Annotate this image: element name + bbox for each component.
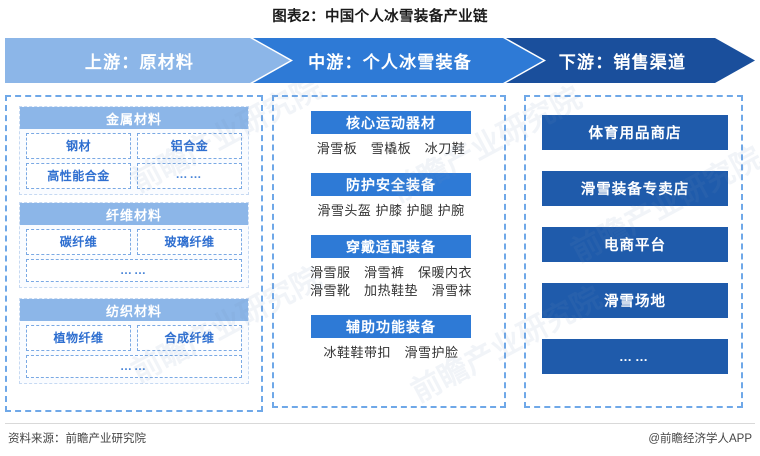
material-chip[interactable]: 合成纤维 [137, 325, 242, 351]
source-note: 资料来源：前瞻产业研究院 [8, 433, 146, 445]
footer-divider [5, 423, 755, 424]
material-chip[interactable]: 玻璃纤维 [137, 229, 242, 255]
chip-row: 钢材 铝合金 [20, 129, 248, 159]
banner-upstream-label: 上游：原材料 [84, 53, 195, 72]
channel-sporting-goods-store[interactable]: 体育用品商店 [542, 115, 728, 150]
equipment-header-auxiliary[interactable]: 辅助功能装备 [311, 315, 471, 338]
chip-row: 植物纤维 合成纤维 [20, 321, 248, 351]
banner-midstream[interactable]: 中游：个人冰雪装备 [253, 38, 543, 83]
material-group-fiber-header: 纤维材料 [20, 203, 248, 225]
app-attribution: @前瞻经济学人APP [648, 433, 752, 445]
equipment-items-wearable-line1: 滑雪服 滑雪裤 保暖内衣 [309, 265, 472, 280]
channel-more[interactable]: …… [542, 339, 728, 374]
channel-ecommerce-platform[interactable]: 电商平台 [542, 227, 728, 262]
banner-upstream[interactable]: 上游：原材料 [5, 38, 290, 83]
equipment-items-protective: 滑雪头盔 护膝 护腿 护腕 [317, 203, 465, 218]
equipment-items-wearable-line2: 滑雪靴 加热鞋垫 滑雪袜 [309, 283, 472, 298]
material-group-metal: 金属材料 钢材 铝合金 高性能合金 …… [19, 106, 249, 195]
pipeline-banner-row: 上游：原材料 中游：个人冰雪装备 下游：销售渠道 [5, 38, 755, 83]
column-downstream: 体育用品商店 滑雪装备专卖店 电商平台 滑雪场地 …… [524, 95, 743, 408]
equipment-header-wearable[interactable]: 穿戴适配装备 [311, 235, 471, 258]
banner-downstream-label: 下游：销售渠道 [558, 53, 687, 72]
chip-row: 高性能合金 …… [20, 159, 248, 194]
material-group-fiber: 纤维材料 碳纤维 玻璃纤维 …… [19, 202, 249, 288]
equipment-items-core: 滑雪板 雪橇板 冰刀鞋 [316, 141, 466, 156]
material-chip-more[interactable]: …… [137, 163, 242, 189]
material-chip-more[interactable]: …… [26, 355, 242, 378]
chip-row: …… [20, 351, 248, 383]
material-chip[interactable]: 铝合金 [137, 133, 242, 159]
material-group-textile-header: 纺织材料 [20, 299, 248, 321]
column-upstream: 金属材料 钢材 铝合金 高性能合金 …… 纤维材料 碳纤维 玻璃纤维 …… 纺织… [5, 95, 263, 412]
column-midstream: 核心运动器材 滑雪板 雪橇板 冰刀鞋 防护安全装备 滑雪头盔 护膝 护腿 护腕 … [272, 95, 506, 408]
material-chip[interactable]: 植物纤维 [26, 325, 131, 351]
banner-downstream[interactable]: 下游：销售渠道 [506, 38, 755, 83]
equipment-header-protective[interactable]: 防护安全装备 [311, 173, 471, 196]
page-title: 图表2：中国个人冰雪装备产业链 [272, 9, 488, 25]
chip-row: 碳纤维 玻璃纤维 [20, 225, 248, 255]
material-chip-more[interactable]: …… [26, 259, 242, 282]
channel-ski-equipment-store[interactable]: 滑雪装备专卖店 [542, 171, 728, 206]
material-chip[interactable]: 高性能合金 [26, 163, 131, 189]
equipment-items-auxiliary: 冰鞋鞋带扣 滑雪护脸 [323, 345, 459, 360]
channel-ski-resort[interactable]: 滑雪场地 [542, 283, 728, 318]
material-group-textile: 纺织材料 植物纤维 合成纤维 …… [19, 298, 249, 384]
banner-midstream-label: 中游：个人冰雪装备 [308, 53, 472, 72]
material-group-metal-header: 金属材料 [20, 107, 248, 129]
equipment-header-core[interactable]: 核心运动器材 [311, 111, 471, 134]
material-chip[interactable]: 钢材 [26, 133, 131, 159]
material-chip[interactable]: 碳纤维 [26, 229, 131, 255]
chip-row: …… [20, 255, 248, 287]
